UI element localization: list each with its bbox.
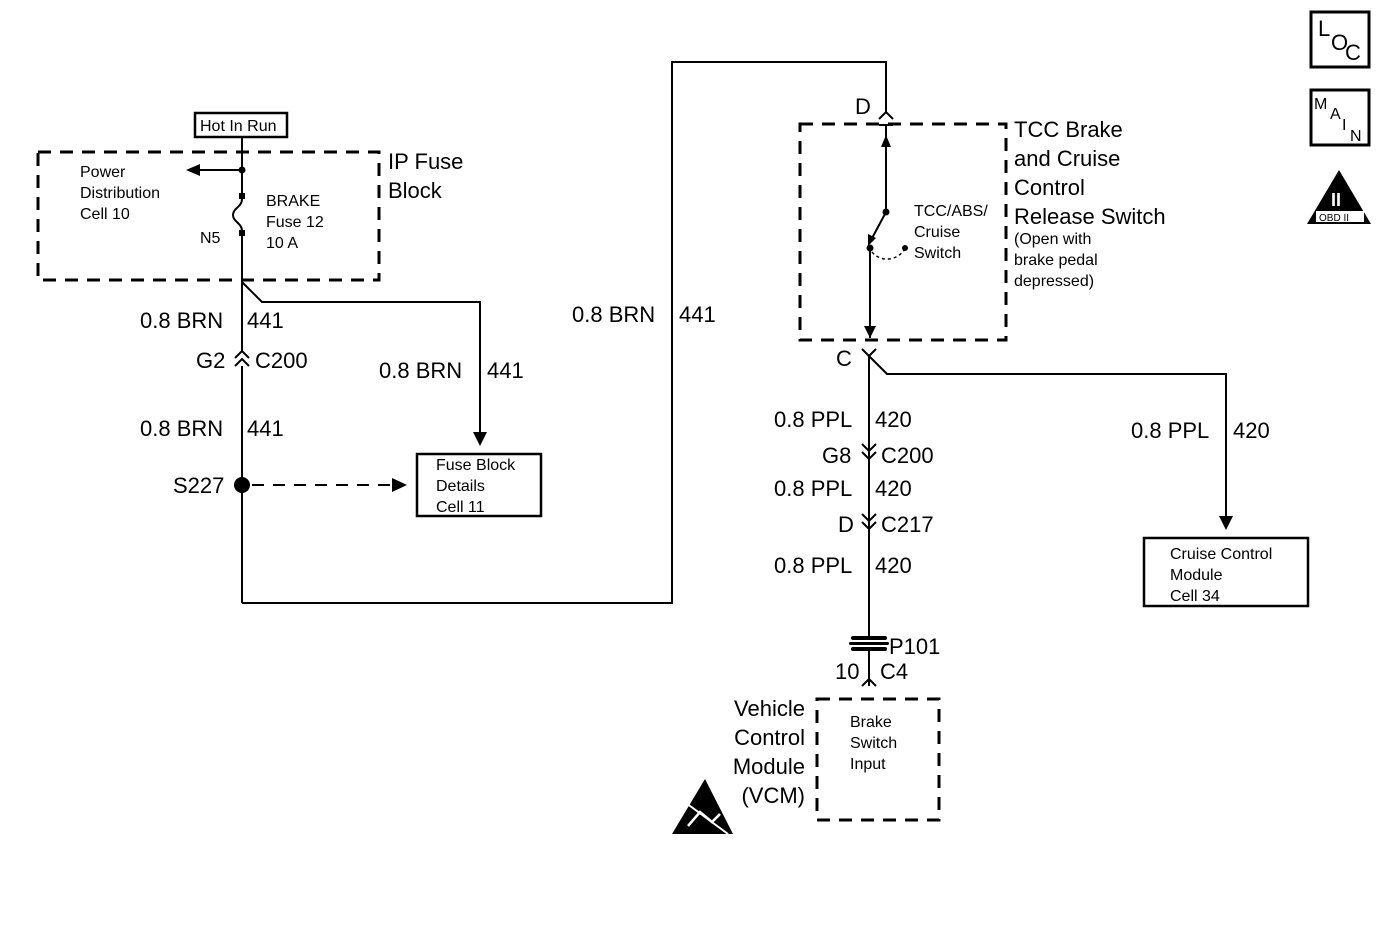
svg-text:D: D: [855, 94, 871, 119]
svg-text:Distribution: Distribution: [80, 185, 160, 202]
svg-text:441: 441: [247, 416, 284, 441]
vcm-title: Vehicle: [734, 696, 805, 721]
svg-text:Release Switch: Release Switch: [1014, 204, 1166, 229]
connector-c217-d: [861, 513, 877, 531]
brake-fuse-label: BRAKE: [266, 193, 320, 210]
svg-text:Control: Control: [1014, 175, 1085, 200]
brake-fuse-icon: [231, 193, 245, 236]
wire-label-brn-441: 0.8 BRN: [572, 302, 655, 327]
svg-text:C: C: [1345, 40, 1361, 65]
svg-text:Cruise Control: Cruise Control: [1170, 546, 1272, 563]
wire-label-ppl-420: 0.8 PPL: [774, 476, 852, 501]
svg-text:N: N: [1350, 128, 1362, 145]
svg-text:D: D: [838, 512, 854, 537]
svg-text:and Cruise: and Cruise: [1014, 146, 1120, 171]
arrow-down-icon: [864, 326, 876, 338]
svg-text:G8: G8: [822, 443, 851, 468]
loc-icon[interactable]: L O C: [1309, 10, 1371, 69]
svg-text:Cruise: Cruise: [914, 224, 960, 241]
svg-text:A: A: [1330, 106, 1341, 123]
svg-text:II: II: [1331, 190, 1341, 210]
brake-switch-input-label: Brake: [850, 714, 892, 731]
svg-text:M: M: [1314, 96, 1327, 113]
terminal-n5: N5: [200, 230, 221, 247]
ip-fuse-block-outline: [36, 150, 381, 282]
svg-text:C200: C200: [255, 348, 308, 373]
wire-label-brn-441: 0.8 BRN: [379, 358, 462, 383]
wire-label-brn-441: 0.8 BRN: [140, 416, 223, 441]
wire-label-brn-441: 0.8 BRN: [140, 308, 223, 333]
connector-c4: [861, 677, 877, 687]
svg-text:Block: Block: [388, 178, 443, 203]
cruise-control-module-box[interactable]: Cruise Control Module Cell 34: [1142, 536, 1310, 608]
svg-text:Cell 34: Cell 34: [1170, 588, 1220, 605]
tcc-switch-outline: [798, 122, 1008, 342]
svg-text:C4: C4: [880, 659, 908, 684]
ip-fuse-block-title: IP Fuse: [388, 149, 463, 174]
power-distribution-label: Power: [80, 164, 126, 181]
svg-text:brake pedal: brake pedal: [1014, 252, 1098, 269]
splice-s227: [234, 477, 250, 493]
svg-text:Input: Input: [850, 756, 886, 773]
tcc-abs-cruise-switch-label: TCC/ABS/: [914, 203, 988, 220]
arrow-down-icon: [1219, 516, 1233, 530]
wire-label-ppl-420: 0.8 PPL: [774, 553, 852, 578]
svg-text:Cell 10: Cell 10: [80, 206, 130, 223]
connector-p101: [849, 636, 889, 651]
svg-text:441: 441: [247, 308, 284, 333]
svg-text:Switch: Switch: [850, 735, 897, 752]
svg-text:L: L: [1318, 16, 1330, 41]
svg-text:420: 420: [1233, 418, 1270, 443]
connector-c-bottom: [861, 348, 877, 358]
svg-text:10 A: 10 A: [266, 235, 298, 252]
svg-text:S227: S227: [173, 473, 224, 498]
arrow-down-icon: [473, 432, 487, 446]
wire-label-ppl-420: 0.8 PPL: [1131, 418, 1209, 443]
svg-text:(VCM): (VCM): [741, 783, 805, 808]
esd-warning-icon: [672, 779, 733, 835]
svg-text:Module: Module: [733, 754, 805, 779]
tcc-switch-note: (Open with: [1014, 231, 1091, 248]
svg-text:420: 420: [875, 407, 912, 432]
svg-text:441: 441: [679, 302, 716, 327]
svg-text:420: 420: [875, 476, 912, 501]
wire-label-ppl-420: 0.8 PPL: [774, 407, 852, 432]
svg-text:C200: C200: [881, 443, 934, 468]
svg-text:C: C: [836, 346, 852, 371]
main-icon[interactable]: M A I N: [1309, 88, 1371, 147]
svg-text:OBD II: OBD II: [1319, 213, 1349, 224]
arrow-left-icon: [186, 164, 200, 176]
svg-text:Switch: Switch: [914, 245, 961, 262]
svg-text:441: 441: [487, 358, 524, 383]
svg-text:G2: G2: [196, 348, 225, 373]
svg-text:Details: Details: [436, 478, 485, 495]
svg-text:I: I: [1342, 117, 1346, 134]
svg-text:Fuse 12: Fuse 12: [266, 214, 324, 231]
svg-text:C217: C217: [881, 512, 934, 537]
connector-c200-g2: [234, 349, 250, 367]
arrow-right-icon: [392, 478, 407, 492]
hot-in-run-label: Hot In Run: [193, 111, 289, 139]
vcm-outline: [815, 697, 941, 822]
connector-c200-g8: [861, 443, 877, 461]
svg-text:Cell 11: Cell 11: [436, 499, 485, 516]
svg-text:Fuse Block: Fuse Block: [436, 457, 516, 474]
svg-text:Hot In Run: Hot In Run: [200, 118, 276, 135]
svg-text:10: 10: [835, 659, 859, 684]
svg-text:420: 420: [875, 553, 912, 578]
svg-text:P101: P101: [889, 634, 940, 659]
svg-text:Control: Control: [734, 725, 805, 750]
obd-ii-icon[interactable]: II OBD II: [1307, 170, 1371, 224]
fuse-block-details-box[interactable]: Fuse Block Details Cell 11: [415, 452, 543, 518]
svg-text:O: O: [1331, 30, 1348, 55]
svg-text:Module: Module: [1170, 567, 1223, 584]
tcc-switch-title: TCC Brake: [1014, 117, 1123, 142]
svg-text:depressed): depressed): [1014, 273, 1094, 290]
